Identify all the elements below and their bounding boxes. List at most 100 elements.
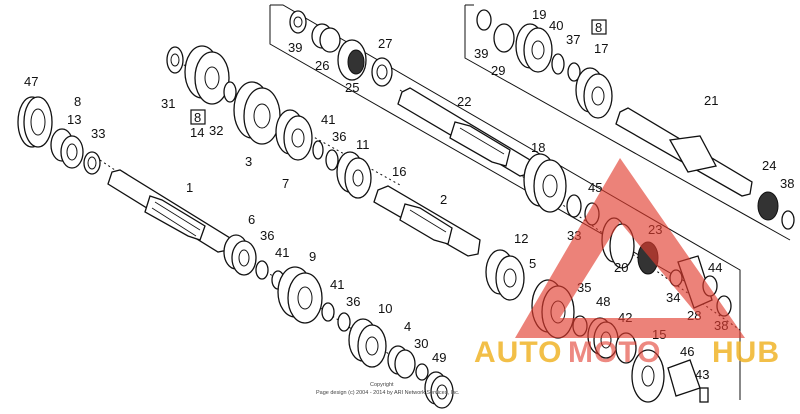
label-19: 19 (532, 7, 546, 22)
gear-3 (233, 81, 281, 145)
label-1: 1 (186, 180, 193, 195)
washer-39-right (476, 9, 492, 31)
washer-33-mid (566, 194, 582, 218)
label-41-low: 41 (330, 277, 344, 292)
label-4: 4 (404, 319, 411, 334)
label-41-top: 41 (321, 112, 335, 127)
label-9: 9 (309, 249, 316, 264)
watermark-text-hub: HUB (712, 336, 780, 369)
label-40: 40 (549, 18, 563, 33)
label-11: 11 (356, 137, 370, 152)
label-47: 47 (24, 74, 38, 89)
label-27: 27 (378, 36, 392, 51)
ratchet-29 (493, 23, 515, 53)
gear-4 (387, 345, 416, 379)
ring-41-top (312, 140, 324, 160)
label-3: 3 (245, 154, 252, 169)
washer-36-mid (255, 260, 269, 280)
label-8-box-left: 8 (194, 110, 201, 125)
label-32: 32 (209, 123, 223, 138)
clip-37 (567, 62, 581, 82)
gear-7 (275, 109, 313, 161)
label-14: 14 (190, 125, 204, 140)
spring-25 (337, 39, 367, 81)
sprocket-15 (631, 349, 665, 403)
label-48: 48 (596, 294, 610, 309)
label-46: 46 (680, 344, 694, 359)
label-7: 7 (282, 176, 289, 191)
gear-19 (515, 23, 553, 73)
label-5: 5 (529, 256, 536, 271)
collar-13 (50, 128, 84, 169)
label-8-box-right-frame (591, 19, 607, 35)
watermark-text-moto: MOTO (568, 336, 661, 369)
collar-26 (311, 23, 341, 53)
copyright-line-2: Page design (c) 2004 - 2014 by ARI Netwo… (316, 390, 460, 396)
label-8-box-left-frame (190, 109, 206, 125)
label-21: 21 (704, 93, 718, 108)
label-8-left: 8 (74, 94, 81, 109)
label-29: 29 (491, 63, 505, 78)
label-31: 31 (161, 96, 175, 111)
ring-41-low (321, 302, 335, 322)
bearing-47 (17, 96, 53, 148)
label-43: 43 (695, 367, 709, 382)
label-34: 34 (666, 290, 680, 305)
label-44: 44 (708, 260, 722, 275)
washer-39-mid (289, 10, 307, 34)
washer-36-top (325, 149, 339, 171)
washer-32 (223, 81, 237, 103)
label-17: 17 (594, 41, 608, 56)
washer-33-left (83, 151, 101, 175)
label-12: 12 (514, 231, 528, 246)
label-38-right: 38 (780, 176, 794, 191)
washer-30 (415, 363, 429, 381)
label-36-low: 36 (346, 294, 360, 309)
spring-24 (757, 191, 779, 221)
gear-17 (575, 67, 613, 119)
label-25: 25 (345, 80, 359, 95)
label-39-right: 39 (474, 46, 488, 61)
gear-10 (348, 318, 387, 368)
label-6: 6 (248, 212, 255, 227)
label-45: 45 (588, 180, 602, 195)
gear-14 (184, 45, 230, 105)
washer-31 (166, 46, 184, 74)
copyright-line-1: Copyright (370, 382, 394, 388)
label-36-mid: 36 (260, 228, 274, 243)
washer-27 (371, 57, 393, 87)
label-10: 10 (378, 301, 392, 316)
watermark: AUTO MOTO HUB (474, 158, 780, 369)
label-22: 22 (457, 94, 471, 109)
label-41-mid: 41 (275, 245, 289, 260)
label-8-box-right: 8 (595, 20, 602, 35)
washer-38-right (781, 210, 795, 230)
watermark-text-auto: AUTO (474, 336, 562, 369)
label-2: 2 (440, 192, 447, 207)
label-37: 37 (566, 32, 580, 47)
bolt-43 (699, 387, 709, 403)
label-13: 13 (67, 112, 81, 127)
label-18: 18 (531, 140, 545, 155)
label-24: 24 (762, 158, 776, 173)
label-20: 20 (614, 260, 628, 275)
label-36-top: 36 (332, 129, 346, 144)
label-30: 30 (414, 336, 428, 351)
washer-36-low (337, 312, 351, 332)
bearing-49 (424, 371, 454, 409)
label-16: 16 (392, 164, 406, 179)
label-49: 49 (432, 350, 446, 365)
copyright-note: Copyright Page design (c) 2004 - 2014 by… (316, 382, 460, 396)
kick-shaft-21 (615, 107, 753, 197)
gear-6 (223, 234, 257, 276)
countershaft-2 (373, 185, 481, 257)
gear-12 (485, 249, 525, 301)
label-33-left: 33 (91, 126, 105, 141)
gear-18 (523, 153, 567, 213)
watermark-triangle-icon (515, 158, 745, 338)
label-39-mid: 39 (288, 40, 302, 55)
mainshaft-1 (107, 169, 231, 253)
washer-40 (551, 53, 565, 75)
